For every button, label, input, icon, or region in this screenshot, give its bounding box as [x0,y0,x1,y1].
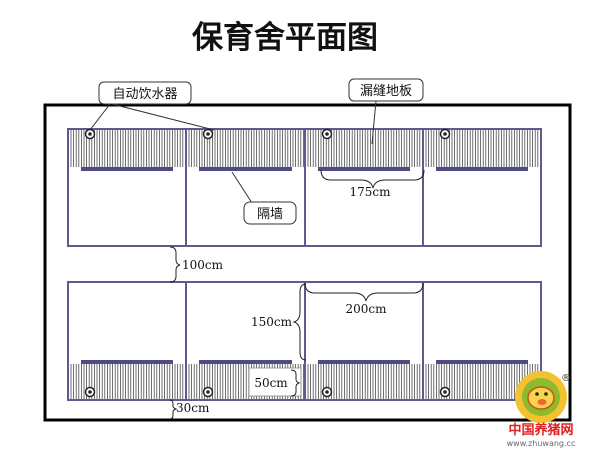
dimension-pen-width: 200cm [304,282,424,316]
dimension-wall-gap: 30cm [169,399,210,420]
dimension-pen-depth: 150cm [251,283,307,361]
drinker-leader-line [89,103,111,131]
slatted-floor-strip-top [70,130,539,167]
drinker-center-icon [206,132,210,136]
dimension-wall-gap-label: 30cm [176,401,210,415]
drinker-center-icon [206,390,210,394]
drinker-leader-line [111,103,215,131]
slat-depth-highlight [248,367,302,397]
registered-mark: ® [561,373,571,384]
drinker-center-icon [88,132,92,136]
drinker-center-icon [443,132,447,136]
drinkers-top [84,128,451,140]
dimension-slat-width-label: 175cm [349,185,391,199]
partition-bar [81,360,173,364]
building-outline [43,103,572,422]
pig-eye-icon [535,392,539,396]
dimension-slat-width: 175cm [320,169,425,199]
partition-bars-top [81,167,528,171]
pig-head-icon [527,386,555,410]
dimension-brace [169,399,178,420]
slatted-floor-callout: 漏缝地板 [348,78,424,145]
slatted-floor-label-box [348,78,424,102]
drinkers-bottom [84,386,451,398]
dimension-aisle: 100cm [169,246,224,283]
dimension-brace [320,169,425,189]
drinker-center-icon [325,132,329,136]
partition-label-box [243,201,297,225]
drinker-center-icon [443,390,447,394]
drinker-callout: 自动饮水器 [89,81,215,131]
dimension-pen-width-label: 200cm [345,302,387,316]
drinker-label: 自动饮水器 [112,87,177,102]
site-name-cn: 中国养猪网 [508,422,573,438]
page-title: 保育舍平面图 [192,20,378,56]
dimension-brace [290,369,301,397]
pig-eye-icon [544,392,548,396]
dimension-pen-depth-label: 150cm [251,315,293,329]
dimension-brace [292,283,307,361]
slatted-floor-label: 漏缝地板 [360,83,412,99]
partition-bar [199,360,292,364]
dimension-brace [304,282,424,302]
partition-bar [81,167,173,171]
partition-bar [318,167,410,171]
partition-bar [318,360,410,364]
drinker-label-box [98,81,192,105]
top-pen-row [67,128,542,247]
partition-callout: 隔墙 [231,171,297,225]
dimension-slat-depth: 50cm [248,367,302,397]
bottom-pen-row [67,281,542,401]
partition-bars-bottom [81,360,528,364]
partition-label: 隔墙 [257,207,283,222]
dimension-aisle-label: 100cm [182,258,224,272]
partition-bar [199,167,292,171]
dimension-slat-depth-label: 50cm [254,376,288,390]
site-url: www.zhuwang.cc [507,439,576,448]
site-logo: ® 中国养猪网 www.zhuwang.cc [507,371,576,448]
drinker-center-icon [325,390,329,394]
slatted-floor-leader-line [371,100,377,145]
drinker-center-icon [88,390,92,394]
partition-bar [436,360,528,364]
partition-bar [436,167,528,171]
pig-snout-icon [537,399,547,405]
dimension-brace [169,246,181,283]
partition-leader-line [231,171,253,204]
